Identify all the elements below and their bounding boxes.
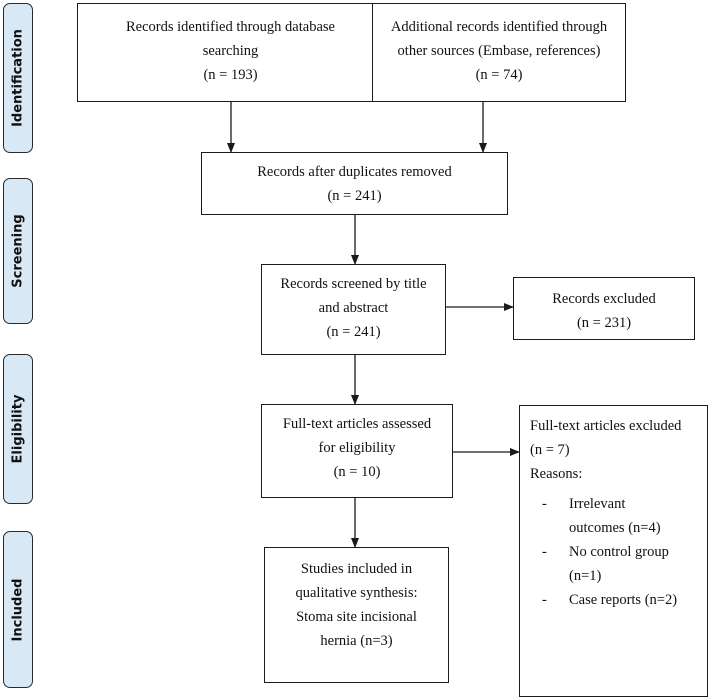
records-excluded-box: Records excluded (n = 231) (513, 277, 695, 340)
screened-records-line-1: Records screened by title (280, 276, 427, 292)
database-records-line-2: searching (202, 43, 259, 59)
reason-text: Case reports (n=2) (569, 592, 678, 608)
additional-records-line-1: Additional records identified through (390, 19, 608, 35)
reasons-label: Reasons: (530, 466, 583, 482)
studies-included-line-3: Stoma site incisional (296, 609, 417, 625)
reason-bullet-dash: - (542, 496, 547, 512)
additional-records-box: Additional records identified through ot… (372, 3, 626, 102)
fulltext-excluded-count: (n = 7) (530, 442, 570, 458)
reason-item: - No control group (n=1) (530, 540, 707, 588)
fulltext-assessed-line-2: for eligibility (318, 440, 396, 456)
duplicates-removed-line-1: Records after duplicates removed (257, 164, 452, 180)
fulltext-excluded-title: Full-text articles excluded (530, 418, 682, 434)
reason-text: outcomes (n=4) (569, 520, 661, 536)
studies-included-line-4: hernia (n=3) (320, 633, 393, 649)
fulltext-assessed-box: Full-text articles assessed for eligibil… (261, 404, 453, 498)
reason-bullet-dash: - (542, 592, 547, 608)
stage-eligibility: Eligibility (3, 354, 33, 504)
reason-bullet-dash: - (542, 544, 547, 560)
fulltext-assessed-line-1: Full-text articles assessed (282, 416, 432, 432)
additional-records-line-2: other sources (Embase, references) (397, 43, 601, 59)
stage-screening: Screening (3, 178, 33, 324)
reason-item: - Irrelevant outcomes (n=4) (530, 492, 707, 540)
database-records-line-1: Records identified through database (126, 19, 335, 35)
fulltext-assessed-count: (n = 10) (333, 464, 381, 480)
records-excluded-label: Records excluded (552, 291, 656, 307)
duplicates-removed-count: (n = 241) (327, 188, 382, 204)
reason-text: (n=1) (569, 568, 602, 584)
additional-records-count: (n = 74) (475, 67, 523, 83)
screened-records-line-2: and abstract (318, 300, 389, 316)
fulltext-excluded-box: Full-text articles excluded (n = 7) Reas… (519, 405, 708, 697)
database-records-count: (n = 193) (203, 67, 258, 83)
stage-included: Included (3, 531, 33, 688)
screened-records-box: Records screened by title and abstract (… (261, 264, 446, 355)
studies-included-line-2: qualitative synthesis: (295, 585, 418, 601)
database-records-box: Records identified through database sear… (77, 3, 384, 102)
screened-records-count: (n = 241) (326, 324, 381, 340)
studies-included-line-1: Studies included in (300, 561, 413, 577)
reason-item: - Case reports (n=2) (530, 588, 707, 612)
stage-identification: Identification (3, 3, 33, 153)
studies-included-box: Studies included in qualitative synthesi… (264, 547, 449, 683)
reason-text: Irrelevant (569, 496, 626, 512)
duplicates-removed-box: Records after duplicates removed (n = 24… (201, 152, 508, 215)
reason-text: No control group (569, 544, 669, 560)
records-excluded-count: (n = 231) (576, 315, 632, 331)
